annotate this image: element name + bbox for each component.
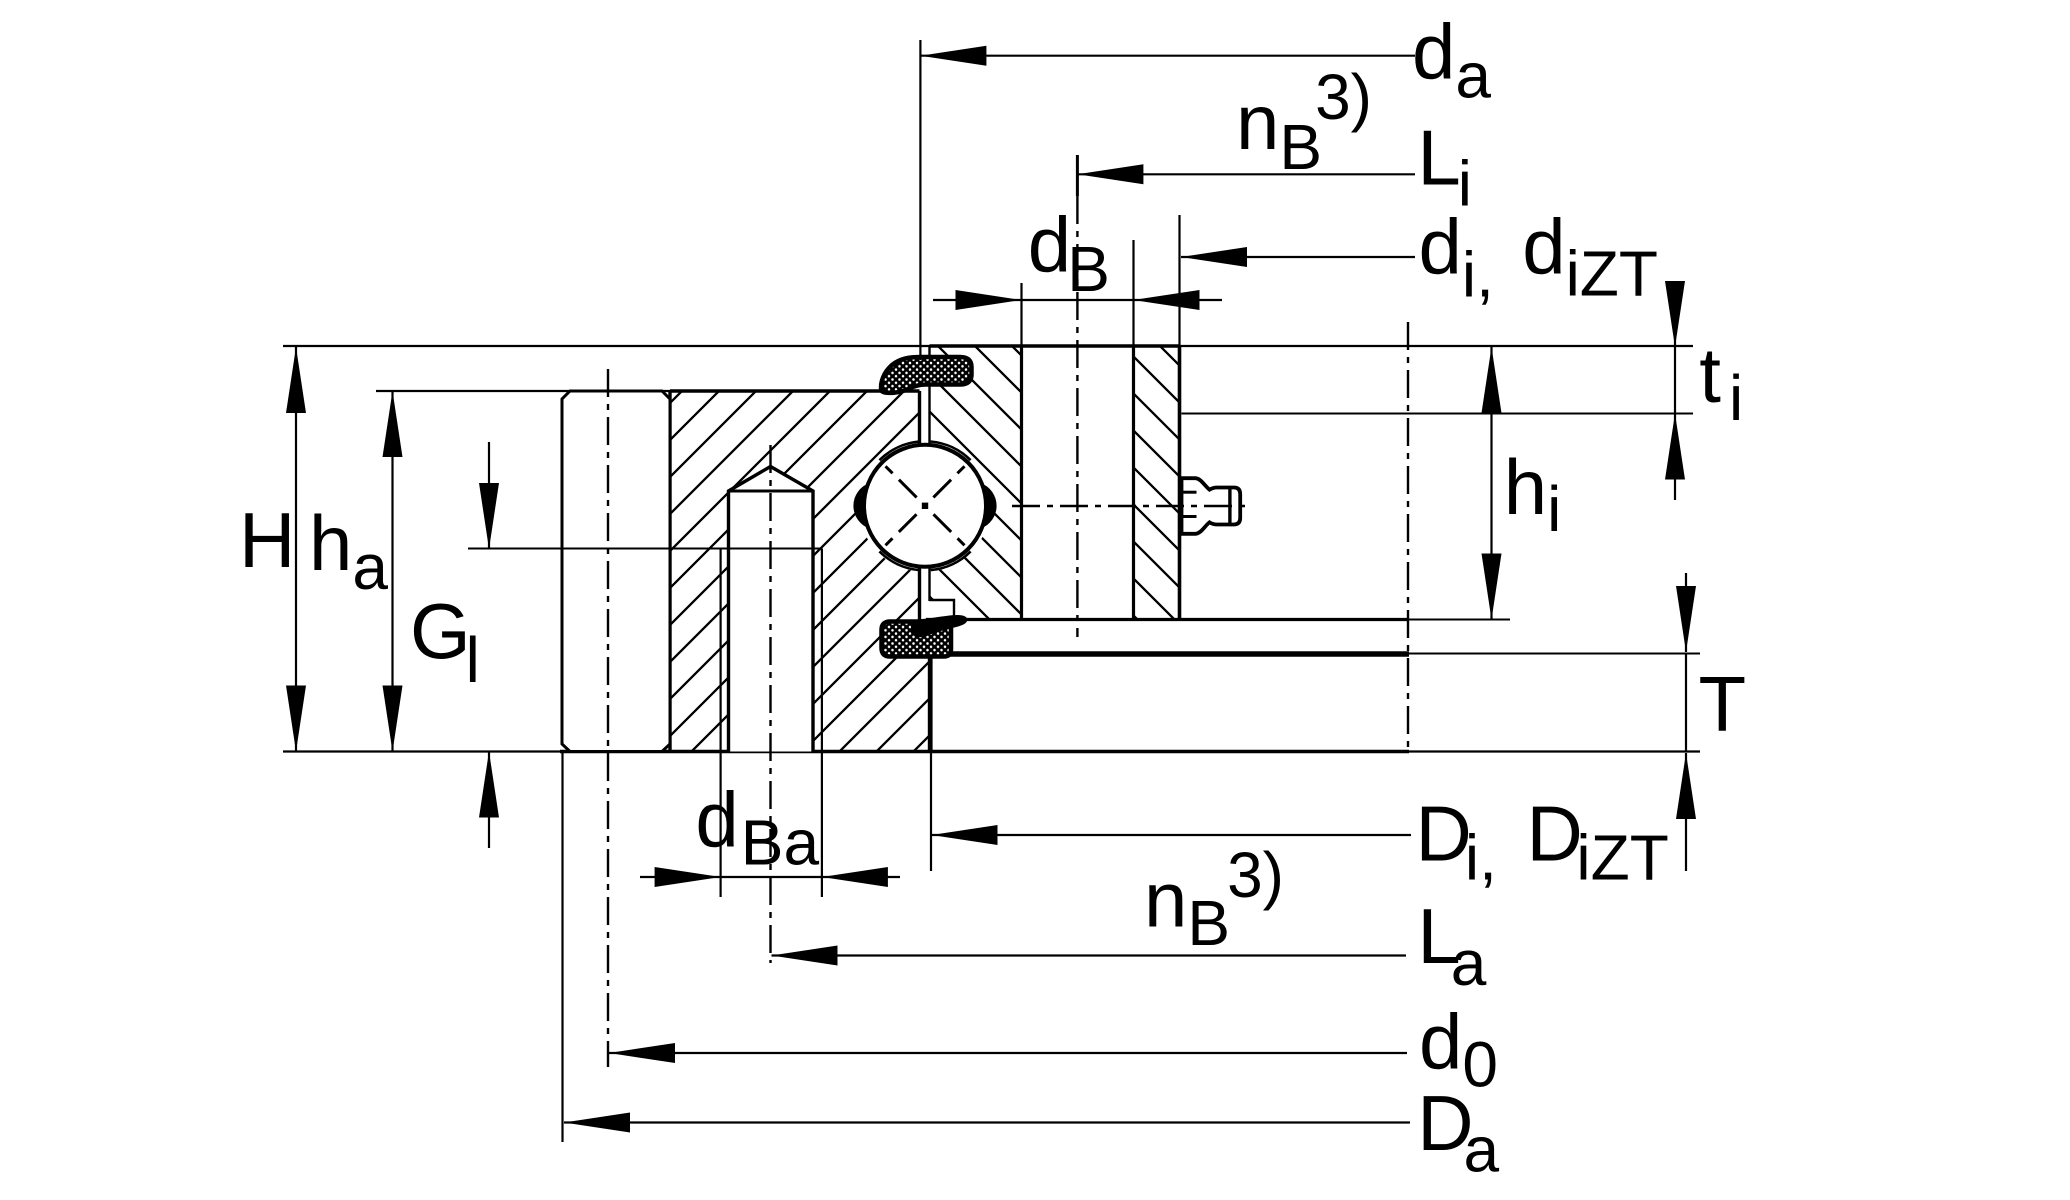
svg-text:T: T: [1699, 660, 1747, 748]
svg-text:H: H: [239, 496, 295, 584]
svg-text:nB3): nB3): [1236, 61, 1372, 183]
